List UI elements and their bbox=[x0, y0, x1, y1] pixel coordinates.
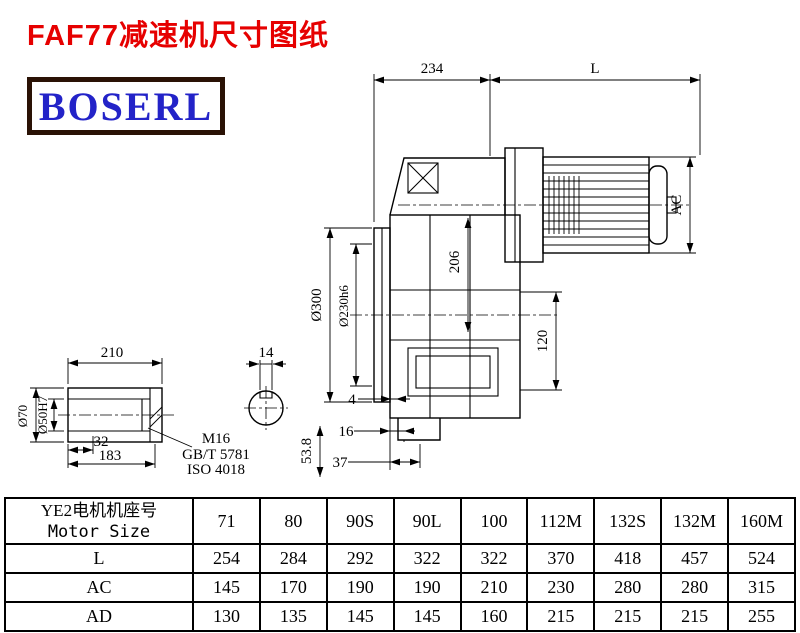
cell-AC-6: 280 bbox=[593, 572, 663, 603]
cell-AD-5: 215 bbox=[526, 601, 596, 632]
dimensions-main: 234 L AC 206 Ø300 Ø230h6 120 4 bbox=[299, 61, 701, 477]
table-row-L: L 254 284 292 322 322 370 418 457 524 bbox=[4, 543, 796, 574]
thread-standard-gb: GB/T 5781 bbox=[182, 447, 250, 463]
dim-37: 37 bbox=[333, 455, 349, 471]
cell-AD-3: 145 bbox=[392, 601, 462, 632]
cell-AC-2: 190 bbox=[325, 572, 395, 603]
cell-AC-5: 230 bbox=[526, 572, 596, 603]
cell-L-3: 322 bbox=[392, 543, 462, 574]
motor-fins bbox=[543, 164, 649, 246]
cell-L-4: 322 bbox=[459, 543, 529, 574]
cell-AC-3: 190 bbox=[392, 572, 462, 603]
motor-size-100: 100 bbox=[459, 497, 529, 545]
cell-AC-0: 145 bbox=[192, 572, 261, 603]
dim-motor-diameter: AC bbox=[669, 195, 685, 216]
cell-L-1: 284 bbox=[258, 543, 328, 574]
motor-size-80: 80 bbox=[258, 497, 328, 545]
page-title: FAF77减速机尺寸图纸 bbox=[27, 20, 330, 52]
header-en: Motor Size bbox=[47, 522, 151, 542]
cell-AD-8: 255 bbox=[727, 601, 796, 632]
boserl-logo: BOSERL bbox=[27, 77, 225, 135]
size-table: YE2电机机座号 Motor Size 71 80 90S 90L 100 11… bbox=[4, 497, 796, 632]
dim-flange-diameter: Ø300 bbox=[309, 288, 325, 321]
dim-53-8: 53.8 bbox=[299, 438, 315, 464]
dim-183: 183 bbox=[99, 448, 122, 464]
dim-16: 16 bbox=[339, 424, 355, 440]
motor-size-71: 71 bbox=[192, 497, 261, 545]
motor-stator-hatch bbox=[548, 176, 580, 234]
motor-size-header: YE2电机机座号 Motor Size bbox=[4, 497, 194, 545]
motor-size-112M: 112M bbox=[526, 497, 596, 545]
table-row-AC: AC 145 170 190 190 210 230 280 280 315 bbox=[4, 572, 796, 603]
cell-AC-7: 280 bbox=[660, 572, 729, 603]
dim-spigot-diameter: Ø230h6 bbox=[336, 285, 351, 327]
dim-32: 32 bbox=[94, 434, 109, 450]
cell-AD-2: 145 bbox=[325, 601, 395, 632]
cell-L-0: 254 bbox=[192, 543, 261, 574]
motor-size-132S: 132S bbox=[593, 497, 663, 545]
cell-AD-6: 215 bbox=[593, 601, 663, 632]
cell-L-2: 292 bbox=[325, 543, 395, 574]
cell-AC-1: 170 bbox=[258, 572, 328, 603]
dim-shaft-outer: Ø70 bbox=[15, 405, 30, 427]
motor-outline bbox=[504, 147, 677, 263]
cell-AC-8: 315 bbox=[727, 572, 796, 603]
dim-4: 4 bbox=[348, 392, 356, 408]
table-header-row: YE2电机机座号 Motor Size 71 80 90S 90L 100 11… bbox=[4, 497, 796, 545]
row-label-L: L bbox=[4, 543, 194, 574]
dim-206: 206 bbox=[447, 250, 463, 273]
dim-shaft-bore: Ø50H7 bbox=[35, 395, 50, 434]
cell-AD-4: 160 bbox=[459, 601, 529, 632]
dim-motor-length: L bbox=[590, 61, 599, 77]
motor-size-90L: 90L bbox=[392, 497, 462, 545]
dimension-drawing: 234 L AC 206 Ø300 Ø230h6 120 4 bbox=[15, 61, 701, 478]
dim-234: 234 bbox=[421, 61, 444, 77]
motor-size-132M: 132M bbox=[660, 497, 729, 545]
thread-callout: M16 bbox=[202, 431, 231, 447]
thread-standard-iso: ISO 4018 bbox=[187, 462, 245, 478]
gearbox-outline bbox=[350, 157, 692, 441]
cell-L-6: 418 bbox=[593, 543, 663, 574]
header-cn: YE2电机机座号 bbox=[40, 501, 158, 520]
cell-L-7: 457 bbox=[660, 543, 729, 574]
logo-text: BOSERL bbox=[38, 83, 214, 129]
motor-size-90S: 90S bbox=[325, 497, 395, 545]
shaft-detail: 210 32 183 Ø70 Ø50H7 M16 GB/T 5781 ISO 4… bbox=[15, 345, 250, 478]
cell-AD-7: 215 bbox=[660, 601, 729, 632]
cell-AC-4: 210 bbox=[459, 572, 529, 603]
dim-210: 210 bbox=[101, 345, 124, 361]
table-row-AD: AD 130 135 145 145 160 215 215 215 255 bbox=[4, 601, 796, 632]
dim-keyway-width: 14 bbox=[259, 345, 275, 361]
row-label-AD: AD bbox=[4, 601, 194, 632]
cell-L-8: 524 bbox=[727, 543, 796, 574]
cell-AD-1: 135 bbox=[258, 601, 328, 632]
cell-L-5: 370 bbox=[526, 543, 596, 574]
dim-120: 120 bbox=[535, 330, 551, 353]
shaft-section: 14 bbox=[244, 345, 288, 430]
cell-AD-0: 130 bbox=[192, 601, 261, 632]
row-label-AC: AC bbox=[4, 572, 194, 603]
motor-size-160M: 160M bbox=[727, 497, 796, 545]
